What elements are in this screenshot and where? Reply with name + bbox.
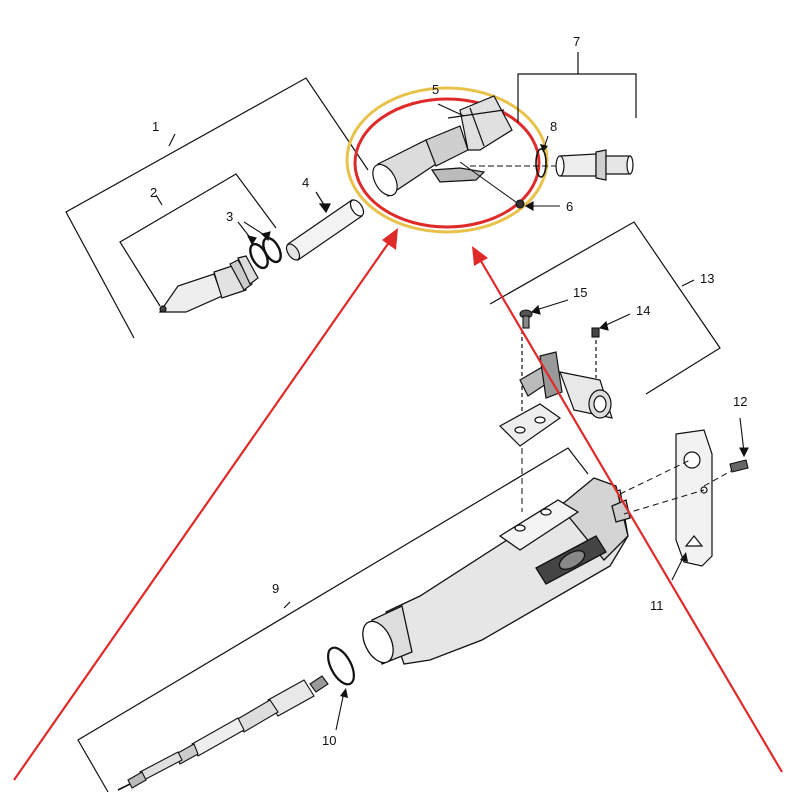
small-screw-part-6 — [515, 199, 560, 211]
group-7-bracket — [517, 52, 637, 122]
callout-label-7: 7 — [573, 34, 580, 49]
callout-label-8: 8 — [550, 119, 557, 134]
highlight-inner-ellipse — [353, 97, 541, 229]
group-9-bracket — [77, 447, 589, 793]
o-ring-part-10 — [327, 646, 355, 731]
callout-label-5: 5 — [432, 82, 439, 97]
leader-6 — [459, 161, 521, 206]
probe-electrode-part — [117, 675, 329, 791]
group-1-bracket — [65, 77, 369, 339]
red-arrow-left — [13, 228, 398, 781]
sleeve-part — [285, 191, 365, 261]
callout-label-14: 14 — [636, 303, 650, 318]
callout-label-1: 1 — [152, 119, 159, 134]
screw-part-12 — [729, 417, 749, 473]
handle-body-part — [362, 477, 631, 665]
red-arrow-right — [472, 246, 783, 773]
callout-label-13: 13 — [700, 271, 714, 286]
callout-label-4: 4 — [302, 175, 309, 190]
callout-label-12: 12 — [733, 394, 747, 409]
coupler-body-part — [372, 95, 513, 197]
fitting-plug-part — [555, 149, 634, 181]
hanger-plate-part — [671, 429, 713, 581]
clamp-bracket-part — [499, 330, 613, 447]
small-o-ring-part — [535, 135, 549, 178]
highlight-outer-ellipse — [345, 86, 549, 234]
group-2-bracket — [119, 173, 277, 307]
callout-label-15: 15 — [573, 285, 587, 300]
callout-label-3: 3 — [226, 209, 233, 224]
nozzle-tip-part — [158, 255, 259, 313]
set-screw-part-14 — [591, 313, 631, 338]
callout-3-leaders — [237, 221, 271, 246]
screw-part-15 — [519, 299, 569, 329]
callout-label-9: 9 — [272, 581, 279, 596]
callout-label-11: 11 — [650, 598, 664, 613]
callout-label-6: 6 — [566, 199, 573, 214]
callout-label-10: 10 — [322, 733, 336, 748]
callout-label-2: 2 — [150, 185, 157, 200]
group-13-bracket — [489, 221, 721, 395]
